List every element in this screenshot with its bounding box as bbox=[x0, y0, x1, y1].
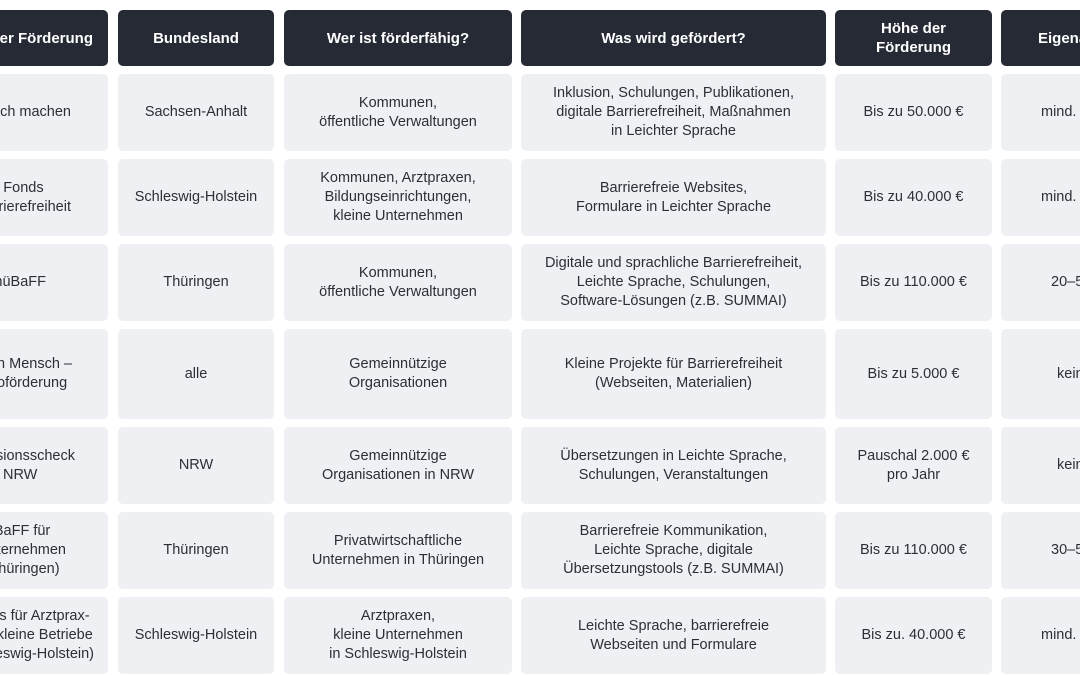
row-2-eligible: Kommunen, öffentliche Verwaltungen bbox=[284, 244, 512, 321]
row-6-state: Schleswig-Holstein bbox=[118, 597, 274, 674]
row-3-funded: Kleine Projekte für Barrierefreiheit (We… bbox=[521, 329, 826, 419]
row-5-eligible: Privatwirtschaftliche Unternehmen in Thü… bbox=[284, 512, 512, 589]
row-2-amount: Bis zu 110.000 € bbox=[835, 244, 992, 321]
row-1-name: Fonds Barrierefreiheit bbox=[0, 159, 108, 236]
row-0-own-share: mind. 10 % bbox=[1001, 74, 1080, 151]
row-3-name: Aktion Mensch – Mikroförderung bbox=[0, 329, 108, 419]
row-5-name: BaFF für Unternehmen (Thüringen) bbox=[0, 512, 108, 589]
row-4-funded: Übersetzungen in Leichte Sprache, Schulu… bbox=[521, 427, 826, 504]
header-amount: Höhe der Förderung bbox=[835, 10, 992, 66]
row-4-own-share: keiner bbox=[1001, 427, 1080, 504]
row-1-eligible: Kommunen, Arztpraxen, Bildungseinrichtun… bbox=[284, 159, 512, 236]
header-funded: Was wird gefördert? bbox=[521, 10, 826, 66]
row-2-funded: Digitale und sprachliche Barrierefreihei… bbox=[521, 244, 826, 321]
row-3-amount: Bis zu 5.000 € bbox=[835, 329, 992, 419]
row-3-own-share: keiner bbox=[1001, 329, 1080, 419]
row-6-own-share: mind. 10 % bbox=[1001, 597, 1080, 674]
row-1-own-share: mind. 10 % bbox=[1001, 159, 1080, 236]
row-0-eligible: Kommunen, öffentliche Verwaltungen bbox=[284, 74, 512, 151]
row-4-state: NRW bbox=[118, 427, 274, 504]
row-1-state: Schleswig-Holstein bbox=[118, 159, 274, 236]
row-4-amount: Pauschal 2.000 € pro Jahr bbox=[835, 427, 992, 504]
row-6-amount: Bis zu. 40.000 € bbox=[835, 597, 992, 674]
row-5-own-share: 30–50 % bbox=[1001, 512, 1080, 589]
row-0-name: Einfach machen bbox=[0, 74, 108, 151]
row-5-amount: Bis zu 110.000 € bbox=[835, 512, 992, 589]
row-5-state: Thüringen bbox=[118, 512, 274, 589]
row-3-state: alle bbox=[118, 329, 274, 419]
header-name: Name der Förderung bbox=[0, 10, 108, 66]
row-2-name: GemüBaFF bbox=[0, 244, 108, 321]
header-state: Bundesland bbox=[118, 10, 274, 66]
header-own-share: Eigenanteil bbox=[1001, 10, 1080, 66]
row-1-amount: Bis zu 40.000 € bbox=[835, 159, 992, 236]
row-5-funded: Barrierefreie Kommunikation, Leichte Spr… bbox=[521, 512, 826, 589]
row-6-eligible: Arztpraxen, kleine Unternehmen in Schles… bbox=[284, 597, 512, 674]
row-0-amount: Bis zu 50.000 € bbox=[835, 74, 992, 151]
row-6-name: Fonds für Arztprax- en & kleine Betriebe… bbox=[0, 597, 108, 674]
row-3-eligible: Gemeinnützige Organisationen bbox=[284, 329, 512, 419]
row-4-eligible: Gemeinnützige Organisationen in NRW bbox=[284, 427, 512, 504]
row-6-funded: Leichte Sprache, barrierefreie Webseiten… bbox=[521, 597, 826, 674]
row-0-funded: Inklusion, Schulungen, Publikationen, di… bbox=[521, 74, 826, 151]
row-1-funded: Barrierefreie Websites, Formulare in Lei… bbox=[521, 159, 826, 236]
row-2-state: Thüringen bbox=[118, 244, 274, 321]
row-2-own-share: 20–50 % bbox=[1001, 244, 1080, 321]
row-4-name: Inklusionsscheck NRW bbox=[0, 427, 108, 504]
header-eligible: Wer ist förderfähig? bbox=[284, 10, 512, 66]
row-0-state: Sachsen-Anhalt bbox=[118, 74, 274, 151]
